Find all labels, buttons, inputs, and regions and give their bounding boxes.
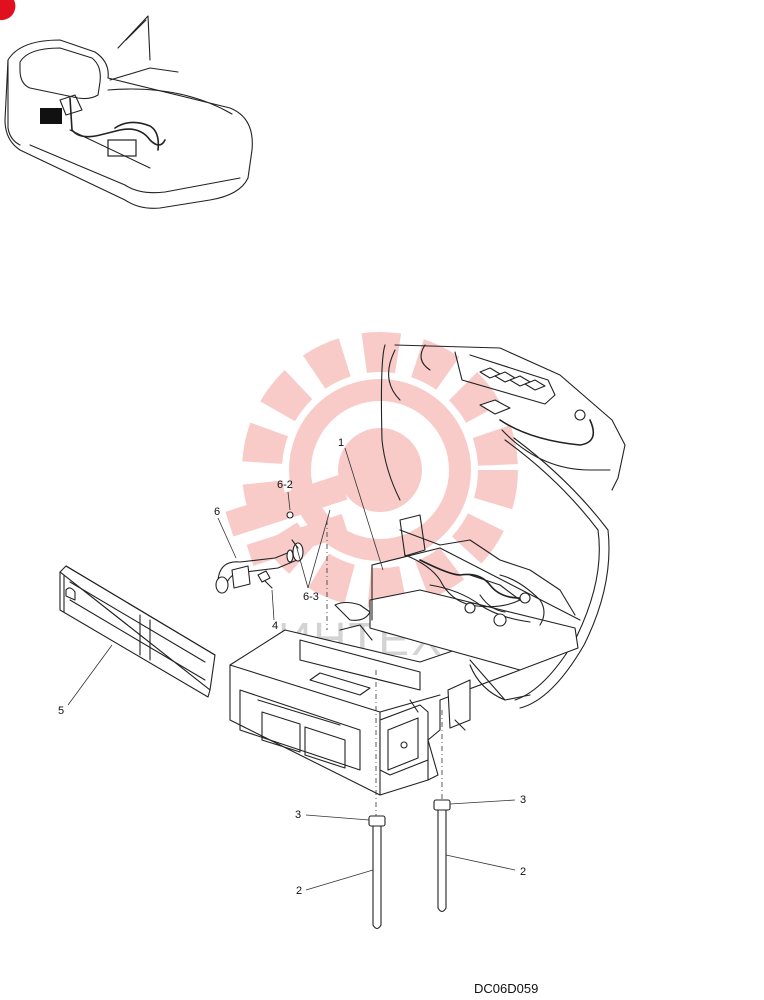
corner-badge-icon: [0, 0, 16, 21]
lower-hose-right: [433, 799, 451, 913]
heater-unit-assembly: [229, 514, 581, 796]
callout-2-left: 2: [296, 885, 302, 897]
callout-2-right: 2: [520, 866, 526, 878]
cab-outline: [380, 344, 626, 501]
connector-box: [479, 399, 511, 415]
duct-hose-part: [215, 542, 304, 594]
callout-1: 1: [338, 437, 344, 449]
air-filter-part: [59, 565, 216, 698]
callout-3-right: 3: [520, 794, 526, 806]
callout-4: 4: [272, 620, 278, 632]
lower-hose-left: [368, 815, 386, 930]
bolt-part: [291, 539, 299, 549]
callout-3-left: 3: [295, 809, 301, 821]
drawing-code: DC06D059: [474, 981, 538, 996]
callout-6-3: 6-3: [303, 591, 319, 603]
clip-part: [286, 511, 294, 519]
screw-part: [257, 570, 273, 589]
leader-lines: [67, 447, 516, 891]
watermark-logo-icon: [225, 332, 518, 608]
control-switch-panel: [479, 367, 546, 391]
callout-5: 5: [58, 705, 64, 717]
machine-overview-sketch: [4, 15, 253, 209]
callout-6-2: 6-2: [277, 479, 293, 491]
callout-6: 6: [214, 506, 220, 518]
